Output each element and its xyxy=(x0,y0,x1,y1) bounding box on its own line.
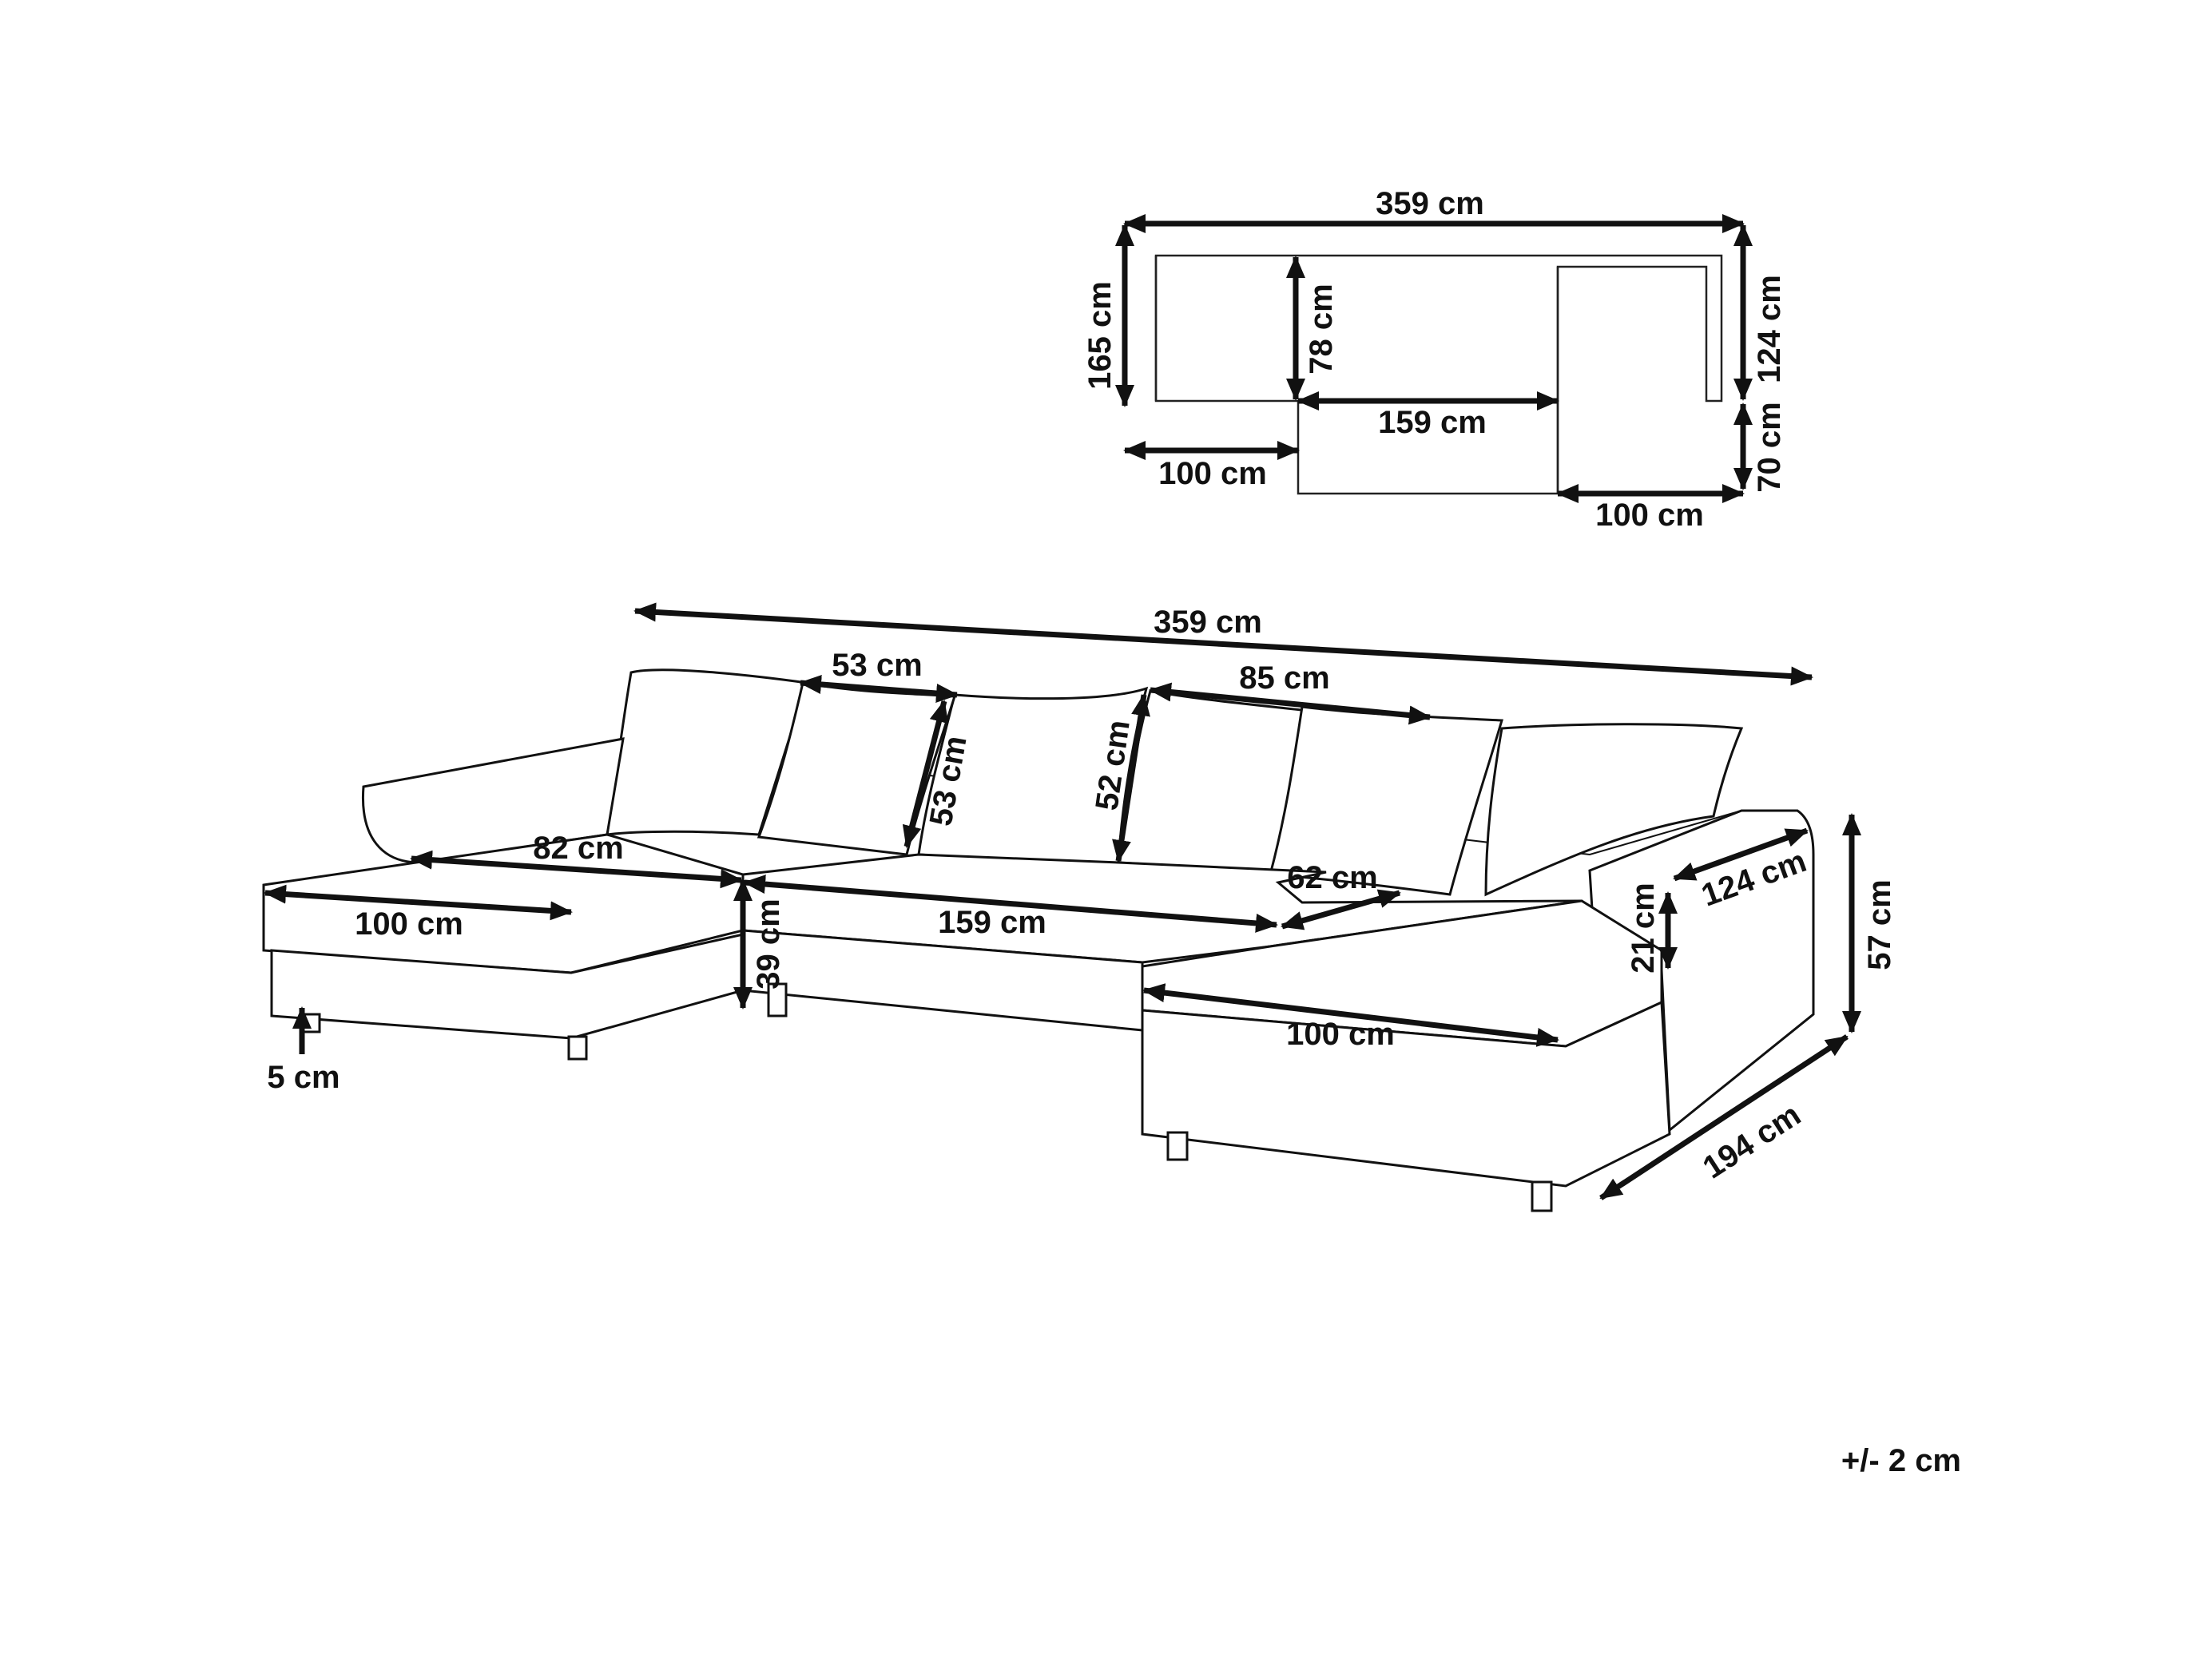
cushion-large-width-dimension xyxy=(1149,682,1432,725)
cushion-small-width-label: 53 cm xyxy=(832,648,922,683)
cushion-small-height-dimension xyxy=(902,700,949,848)
plan-view: 359 cm 165 cm 78 cm 159 cm 100 cm 100 cm… xyxy=(1082,186,1787,533)
left-chaise-leg-front xyxy=(567,1035,588,1061)
left-chaise-width-dimension xyxy=(264,884,573,921)
plan-middle-width-label: 159 cm xyxy=(1378,405,1487,440)
plan-right-depth-upper-label: 124 cm xyxy=(1752,275,1787,383)
total-width-dimension xyxy=(633,602,1813,686)
right-chaise-leg-left xyxy=(1166,1131,1189,1161)
total-depth-label: 194 cm xyxy=(1697,1097,1807,1186)
total-depth-dimension xyxy=(1599,1034,1849,1200)
total-height-label: 57 cm xyxy=(1862,879,1897,970)
middle-width-label: 159 cm xyxy=(938,905,1046,940)
cushion-large-height-dimension xyxy=(1112,693,1150,863)
plan-left-depth-label: 165 cm xyxy=(1082,281,1118,390)
total-width-label: 359 cm xyxy=(1154,605,1262,640)
sofa-illustration xyxy=(262,668,1815,1212)
seat-depth-left-label: 82 cm xyxy=(533,831,623,866)
cushion-small-width-dimension xyxy=(799,675,959,703)
seat-depth-right-dimension xyxy=(1281,889,1401,930)
plan-back-depth-label: 78 cm xyxy=(1304,284,1339,374)
armrest-height-label: 21 cm xyxy=(1626,883,1661,973)
plan-right-chaise-label: 100 cm xyxy=(1595,498,1704,533)
plan-width-label: 359 cm xyxy=(1376,186,1484,221)
plan-right-depth-lower-label: 70 cm xyxy=(1752,402,1787,492)
seat-depth-right-label: 62 cm xyxy=(1287,860,1377,895)
right-chaise-width-dimension xyxy=(1142,983,1559,1047)
right-chaise-leg-right xyxy=(1531,1180,1553,1212)
middle-width-dimension xyxy=(743,875,1278,933)
right-chaise-width-label: 100 cm xyxy=(1286,1017,1395,1052)
seat-depth-left-dimension xyxy=(410,850,743,889)
seat-height-label: 39 cm xyxy=(751,898,786,989)
plan-left-chaise-label: 100 cm xyxy=(1158,456,1267,491)
throw-pillow-2 xyxy=(1269,705,1503,896)
cushion-large-width-label: 85 cm xyxy=(1239,660,1329,696)
tolerance-note: +/- 2 cm xyxy=(1841,1443,1961,1478)
leg-height-label: 5 cm xyxy=(267,1060,340,1095)
left-chaise-width-label: 100 cm xyxy=(355,906,463,942)
back-cushion-4 xyxy=(1484,723,1744,897)
armrest-depth-dimension xyxy=(1673,827,1809,882)
middle-leg xyxy=(767,982,788,1017)
